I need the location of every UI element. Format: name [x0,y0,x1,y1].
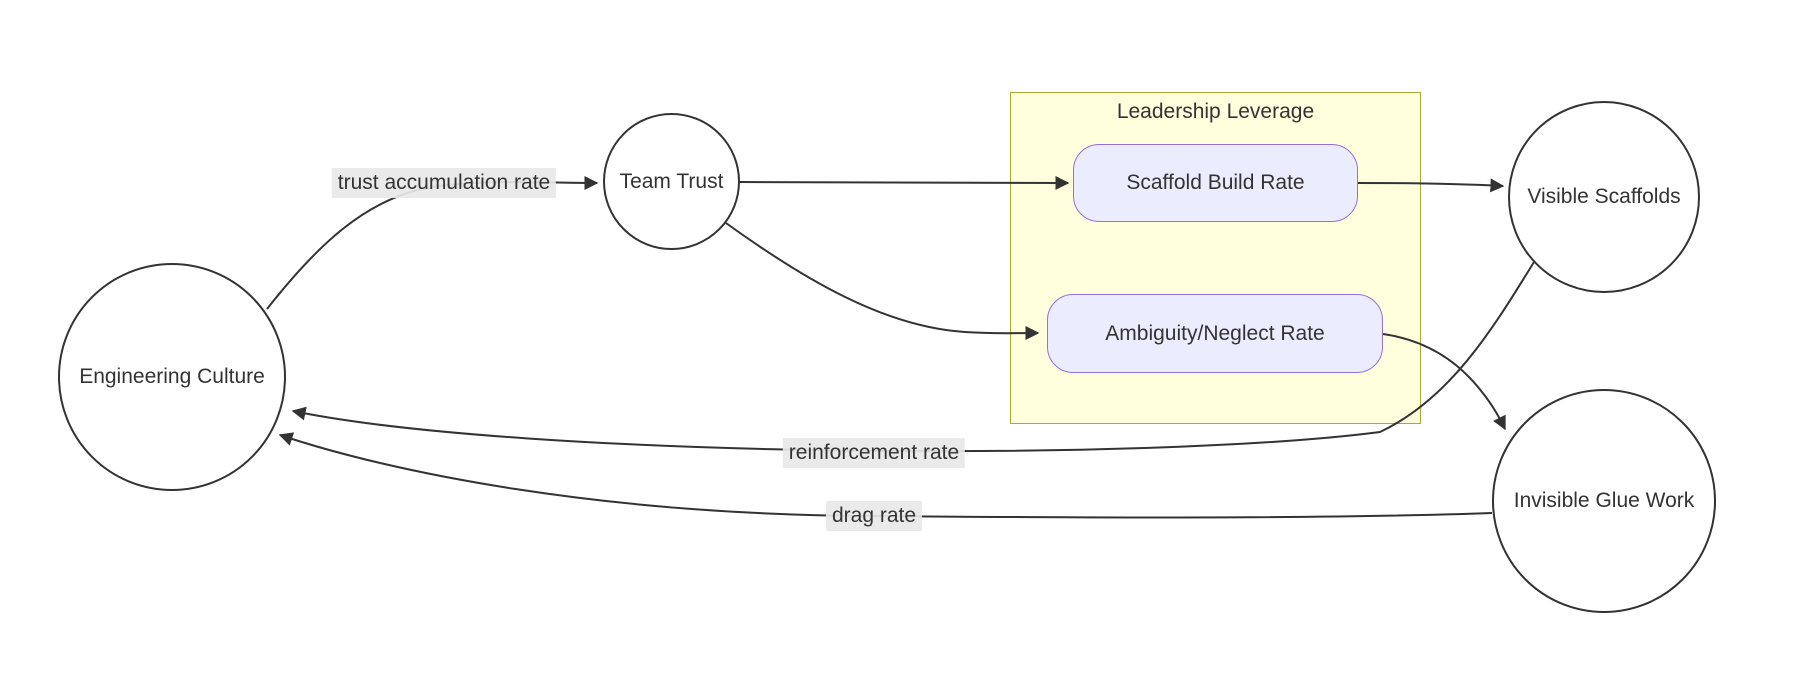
node-invisible-glue-work: Invisible Glue Work [1492,389,1716,613]
edge-label-drag-rate: drag rate [825,501,923,531]
edge-label-trust-accumulation-rate: trust accumulation rate [331,168,557,198]
cluster-leadership-leverage: Leadership Leverage [1010,92,1421,424]
node-ambiguity-neglect-rate-label: Ambiguity/Neglect Rate [1105,321,1325,345]
cluster-title: Leadership Leverage [1116,100,1315,123]
node-invisible-glue-work-label: Invisible Glue Work [1513,489,1695,512]
node-scaffold-build-rate: Scaffold Build Rate [1073,144,1358,222]
node-team-trust-label: Team Trust [619,169,724,193]
node-scaffold-build-rate-label: Scaffold Build Rate [1126,171,1305,194]
node-engineering-culture-label: Engineering Culture [79,365,265,388]
edge-teamtrust-to-ambiguity [725,222,1040,341]
node-team-trust: Team Trust [603,113,740,250]
edge-trust-accumulation [266,175,599,310]
node-engineering-culture: Engineering Culture [58,263,286,491]
node-ambiguity-neglect-rate: Ambiguity/Neglect Rate [1047,294,1383,373]
node-visible-scaffolds: Visible Scaffolds [1508,101,1700,293]
edge-label-reinforcement-rate: reinforcement rate [782,438,966,468]
node-visible-scaffolds-label: Visible Scaffolds [1527,185,1681,208]
